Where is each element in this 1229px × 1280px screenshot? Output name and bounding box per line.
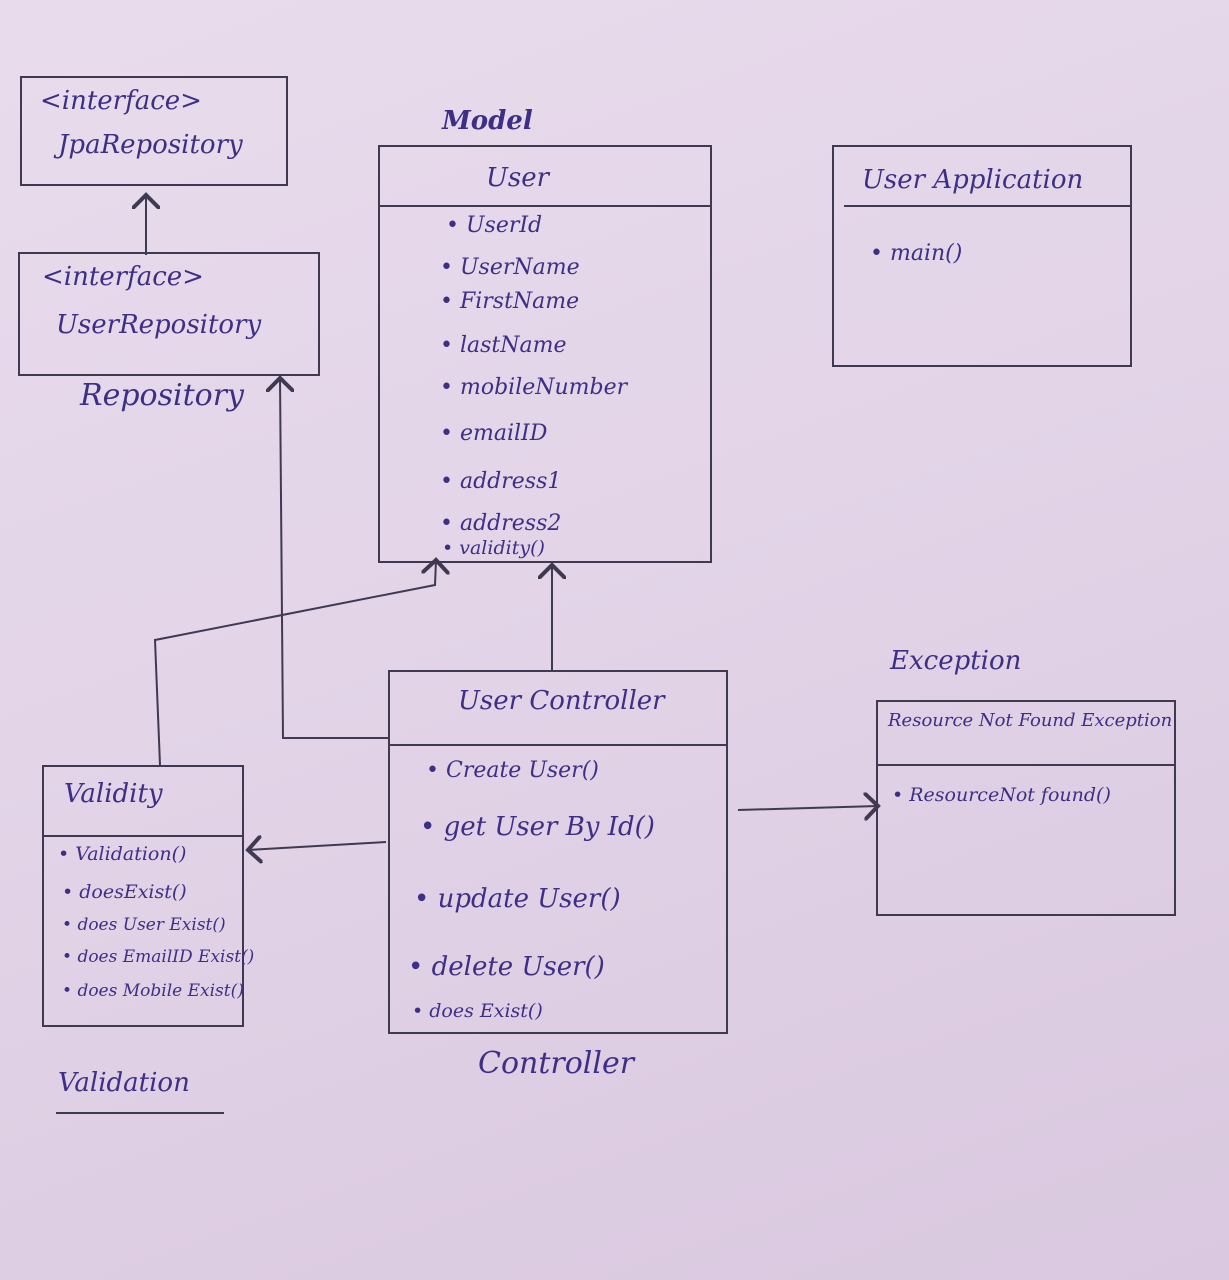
- user-application-box: User Application • main(): [832, 145, 1132, 367]
- controller-to-validity-arrow: [248, 842, 387, 850]
- user-member: • emailID: [440, 421, 548, 446]
- user-member: • UserName: [440, 255, 580, 280]
- exception-label: Exception: [890, 646, 1022, 676]
- user-class-box: User • UserId • UserName • FirstName • l…: [378, 145, 712, 563]
- validity-to-user-arrow: [153, 560, 436, 766]
- user-controller-title: User Controller: [458, 686, 665, 716]
- user-repository-box: <interface> UserRepository: [18, 252, 320, 376]
- validity-member: • doesExist(): [62, 881, 187, 903]
- controller-member: • delete User(): [408, 952, 605, 982]
- validity-member: • does Mobile Exist(): [62, 981, 244, 1001]
- exception-member: • ResourceNot found(): [892, 784, 1111, 806]
- exception-class-box: Resource Not Found Exception • ResourceN…: [876, 700, 1176, 916]
- validity-class-box: Validity • Validation() • doesExist() • …: [42, 765, 254, 1027]
- jpa-name: JpaRepository: [58, 130, 243, 160]
- user-member: • validity(): [442, 537, 545, 559]
- user-member: • lastName: [440, 333, 567, 358]
- user-member: • UserId: [446, 213, 543, 238]
- user-member: • FirstName: [440, 289, 580, 314]
- controller-to-repository-arrow: [280, 378, 388, 739]
- controller-member: • Create User(): [426, 758, 599, 783]
- validation-label: Validation: [58, 1068, 190, 1098]
- validity-member: • does User Exist(): [62, 915, 226, 935]
- validation-underline: [56, 1112, 224, 1114]
- controller-member: • update User(): [414, 884, 621, 914]
- jpa-stereotype: <interface>: [40, 86, 202, 116]
- user-repo-stereotype: <interface>: [42, 262, 204, 292]
- controller-member: • get User By Id(): [420, 812, 655, 842]
- controller-to-exception-arrow: [737, 806, 878, 810]
- user-application-title: User Application: [862, 165, 1084, 195]
- controller-label: Controller: [478, 1046, 635, 1081]
- user-member: • address2: [440, 511, 562, 536]
- validity-member: • does EmailID Exist(): [62, 947, 255, 967]
- validity-class-title: Validity: [64, 779, 163, 809]
- repository-label: Repository: [80, 378, 245, 413]
- jpa-repository-box: <interface> JpaRepository: [20, 76, 288, 186]
- model-label: Model: [442, 106, 533, 136]
- user-member: • address1: [440, 469, 562, 494]
- validity-member: • Validation(): [58, 843, 187, 865]
- exception-class-title: Resource Not Found Exception: [888, 710, 1173, 731]
- user-member: • mobileNumber: [440, 375, 628, 400]
- user-repo-name: UserRepository: [56, 310, 262, 340]
- user-controller-box: User Controller • Create User() • get Us…: [388, 670, 728, 1034]
- controller-member: • does Exist(): [412, 1000, 543, 1022]
- user-application-member: • main(): [870, 241, 963, 266]
- user-class-title: User: [486, 163, 550, 193]
